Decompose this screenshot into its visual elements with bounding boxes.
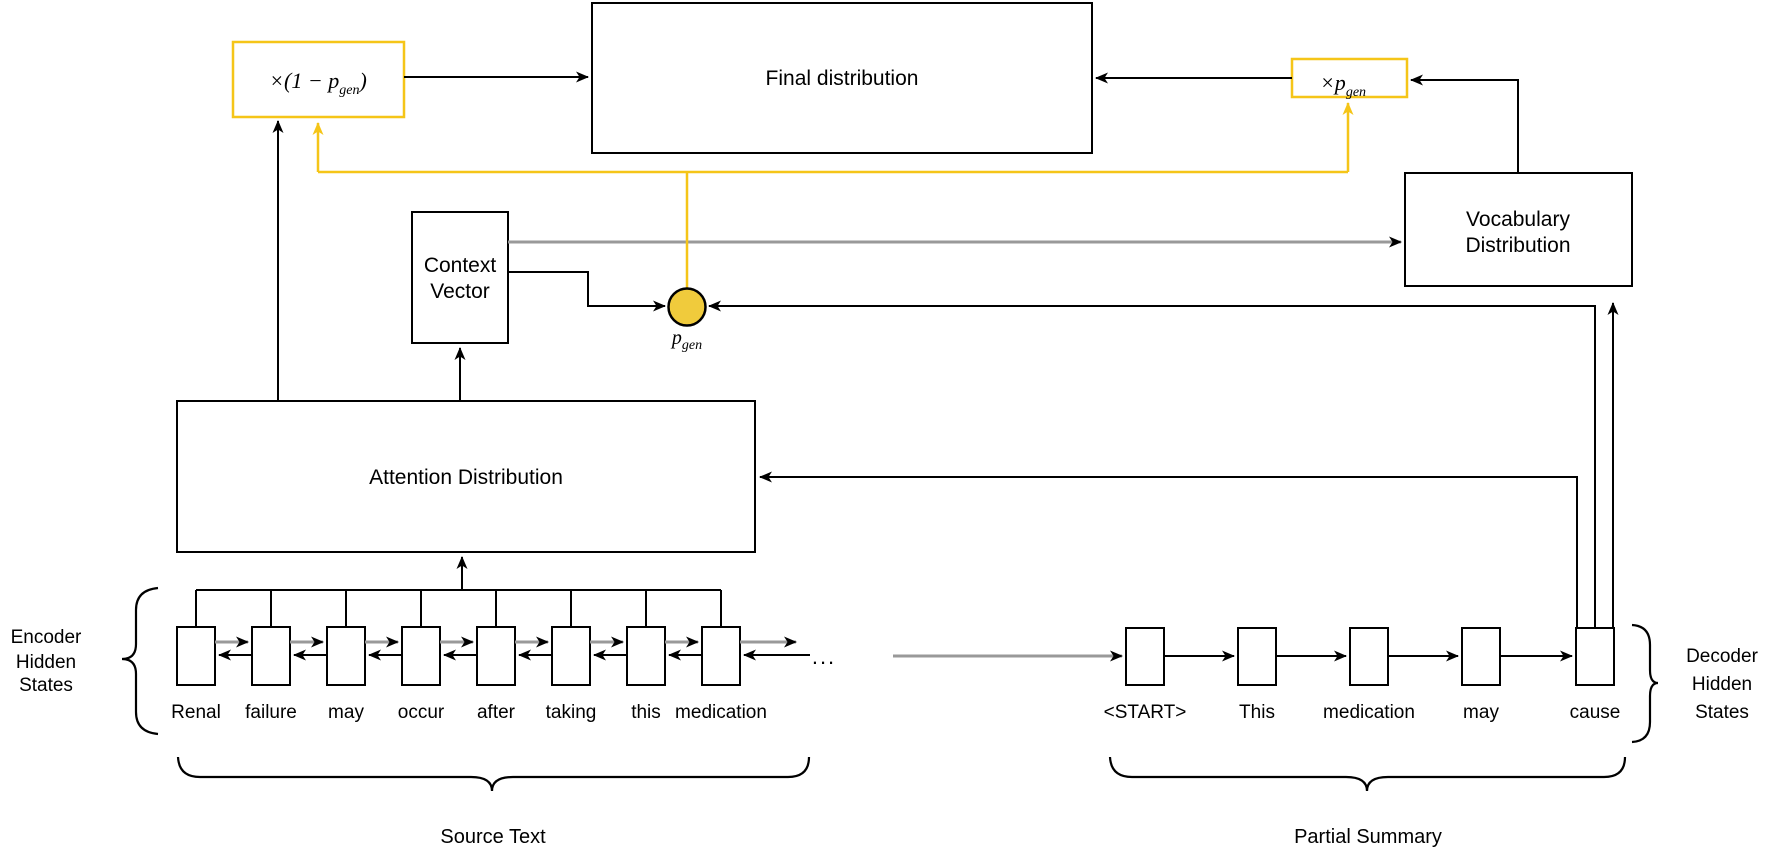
final-distribution-rect (591, 2, 1093, 154)
decoder-cell (1125, 627, 1165, 686)
decoder-label-line: States (1695, 702, 1749, 723)
times-pgen-pre: ×p (1320, 70, 1346, 95)
encoder-label-line: Hidden (16, 652, 76, 673)
encoder-tokens: Renal failure may occur after taking thi… (171, 702, 767, 723)
encoder-cell (626, 626, 666, 686)
encoder-token: Renal (171, 702, 221, 723)
encoder-token: occur (398, 702, 445, 723)
encoder-label-line: Encoder (11, 627, 82, 648)
one-minus-pgen-rect (231, 40, 406, 119)
times-pgen-label: ×pgen (1320, 70, 1366, 100)
pgen-yellow-wiring (312, 102, 1354, 288)
encoder-cell (401, 626, 441, 686)
encoder-ellipsis: ... (812, 644, 836, 669)
vocabulary-distribution-label-2: Distribution (1465, 234, 1570, 257)
context-vector-label-1: Context (424, 254, 497, 277)
decoder-label-line: Hidden (1692, 674, 1752, 695)
encoder-cell (701, 626, 741, 686)
vocabulary-distribution-box: Vocabulary Distribution (1404, 172, 1633, 287)
pgen-label: pgen (670, 327, 702, 353)
source-text-brace (176, 756, 811, 792)
pgen-label-sub: gen (682, 338, 702, 353)
encoder-token: medication (675, 702, 767, 723)
context-vector-label-2: Vector (430, 280, 490, 303)
decoder-to-pgen-arrow (708, 300, 1596, 628)
one-minus-pgen-post: ) (357, 68, 366, 93)
encoder-token: taking (546, 702, 597, 723)
decoder-token: <START> (1104, 702, 1187, 723)
decoder-label-line: Decoder (1686, 646, 1758, 667)
attention-distribution-box: Attention Distribution (176, 400, 756, 553)
decoder-brace (1631, 623, 1659, 744)
encoder-cell (326, 626, 366, 686)
vocabulary-distribution-label-1: Vocabulary (1466, 208, 1570, 231)
vocab-to-times-pgen-arrow (1410, 74, 1519, 173)
encoder-token: may (328, 702, 364, 723)
partial-summary-brace (1108, 756, 1627, 792)
decoder-tokens: <START> This medication may cause (1104, 702, 1621, 723)
encoder-cell (251, 626, 291, 686)
encoder-token: after (477, 702, 516, 723)
context-vector-rect (411, 211, 509, 344)
decoder-hidden-states-label: Decoder Hidden States (1686, 646, 1758, 723)
times-pgen-box: ×pgen (1290, 57, 1409, 100)
encoder-label-line: States (19, 675, 73, 696)
encoder-hidden-states-label: Encoder Hidden States (11, 627, 82, 696)
decoder-token: medication (1323, 702, 1415, 723)
pgen-circle (667, 287, 707, 327)
encoder-token: this (631, 702, 661, 723)
decoder-token: cause (1570, 702, 1621, 723)
pgen-node: pgen (667, 287, 707, 353)
decoder-cell (1349, 627, 1389, 686)
context-vector-box: Context Vector (411, 211, 509, 344)
decoder-to-attention-arrow (759, 471, 1578, 628)
final-distribution-box: Final distribution (591, 2, 1093, 154)
encoder-cell (476, 626, 516, 686)
encoder-token: failure (245, 702, 297, 723)
decoder-token: may (1463, 702, 1499, 723)
encoder-bus-connectors (195, 590, 722, 627)
pgen-label-pre: p (670, 327, 682, 349)
encoder-cell (551, 626, 591, 686)
decoder-token: This (1239, 702, 1275, 723)
decoder-cell (1575, 627, 1615, 686)
decoder-cell (1237, 627, 1277, 686)
encoder-cells (176, 626, 741, 686)
attention-distribution-rect (176, 400, 756, 553)
one-minus-pgen-label: ×(1 − pgen) (269, 68, 367, 98)
partial-summary-caption: Partial Summary (1294, 826, 1442, 848)
times-pgen-sub: gen (1346, 85, 1366, 100)
one-minus-pgen-box: ×(1 − pgen) (231, 40, 406, 119)
times-pgen-rect (1290, 57, 1409, 99)
vocabulary-distribution-rect (1404, 172, 1633, 287)
source-text-caption: Source Text (440, 826, 546, 848)
encoder-row: ... Renal failure may occur after taking… (11, 556, 836, 848)
encoder-cell (176, 626, 216, 686)
attention-distribution-label: Attention Distribution (369, 466, 563, 489)
decoder-row: <START> This medication may cause Decode… (893, 623, 1759, 848)
one-minus-pgen-sub: gen (339, 83, 359, 98)
decoder-cell (1461, 627, 1501, 686)
encoder-brace (121, 586, 159, 736)
final-distribution-label: Final distribution (766, 67, 919, 90)
context-to-pgen-arrow (508, 271, 666, 312)
one-minus-pgen-pre: ×(1 − p (269, 68, 339, 93)
